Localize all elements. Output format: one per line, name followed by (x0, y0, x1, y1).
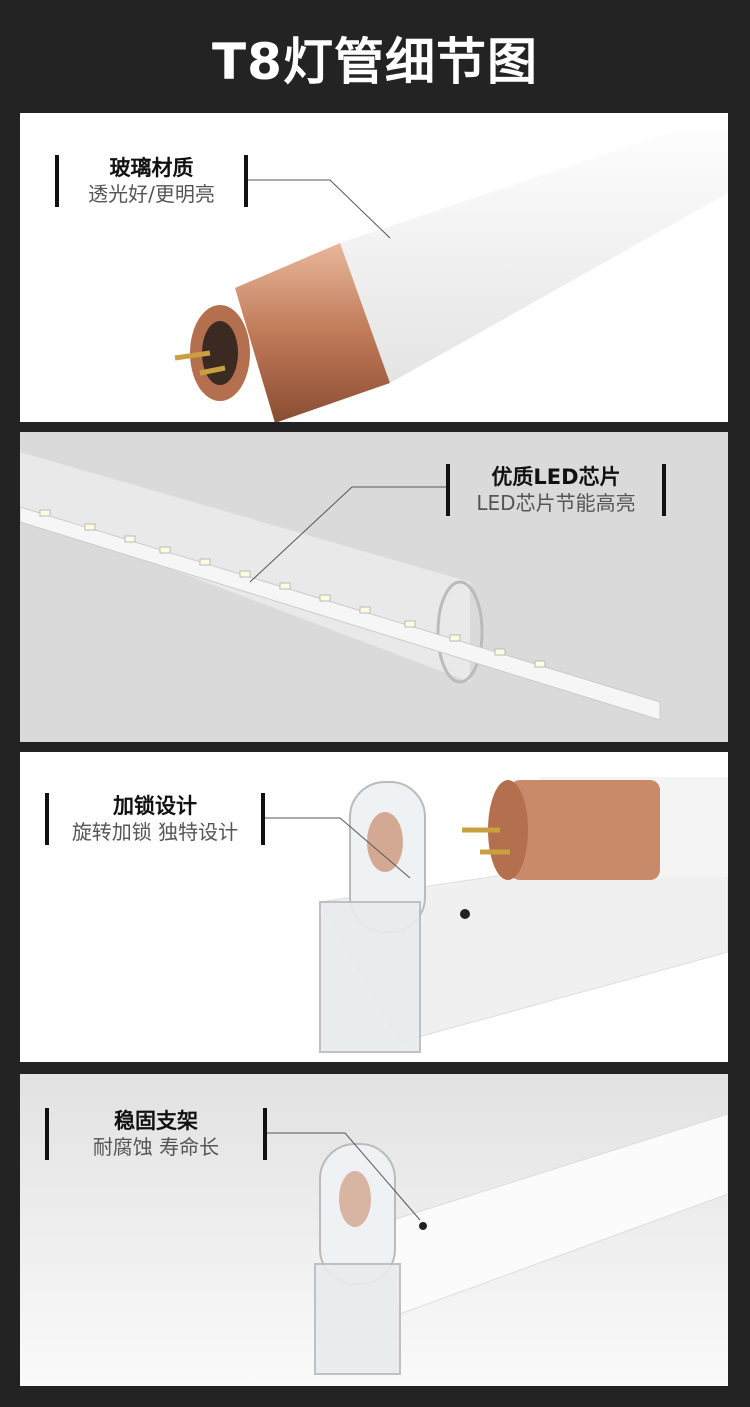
feature-heading: 加锁设计 (113, 794, 197, 818)
feature-subtitle: LED芯片节能高亮 (476, 491, 636, 515)
led-chip-panel: 优质LED芯片 LED芯片节能高亮 (20, 432, 728, 742)
bracket-image (263, 1113, 728, 1375)
feature-label: 加锁设计 旋转加锁 独特设计 (45, 793, 265, 845)
feature-heading: 稳固支架 (114, 1109, 198, 1133)
feature-label: 稳固支架 耐腐蚀 寿命长 (45, 1108, 267, 1160)
feature-label: 优质LED芯片 LED芯片节能高亮 (446, 464, 666, 516)
feature-heading: 优质LED芯片 (491, 465, 621, 489)
feature-label: 玻璃材质 透光好/更明亮 (55, 155, 248, 207)
feature-subtitle: 透光好/更明亮 (88, 182, 215, 206)
glass-material-panel: 玻璃材质 透光好/更明亮 (20, 113, 728, 422)
feature-heading: 玻璃材质 (109, 156, 194, 180)
lock-design-panel: 加锁设计 旋转加锁 独特设计 (20, 752, 728, 1062)
stable-bracket-panel: 稳固支架 耐腐蚀 寿命长 (20, 1074, 728, 1386)
lock-holder-image (265, 777, 728, 1053)
tube-endcap-image (174, 113, 728, 422)
feature-subtitle: 耐腐蚀 寿命长 (92, 1135, 220, 1159)
led-strip-image (20, 452, 661, 721)
page-title: T8灯管细节图 (212, 33, 538, 91)
feature-subtitle: 旋转加锁 独特设计 (71, 820, 239, 844)
